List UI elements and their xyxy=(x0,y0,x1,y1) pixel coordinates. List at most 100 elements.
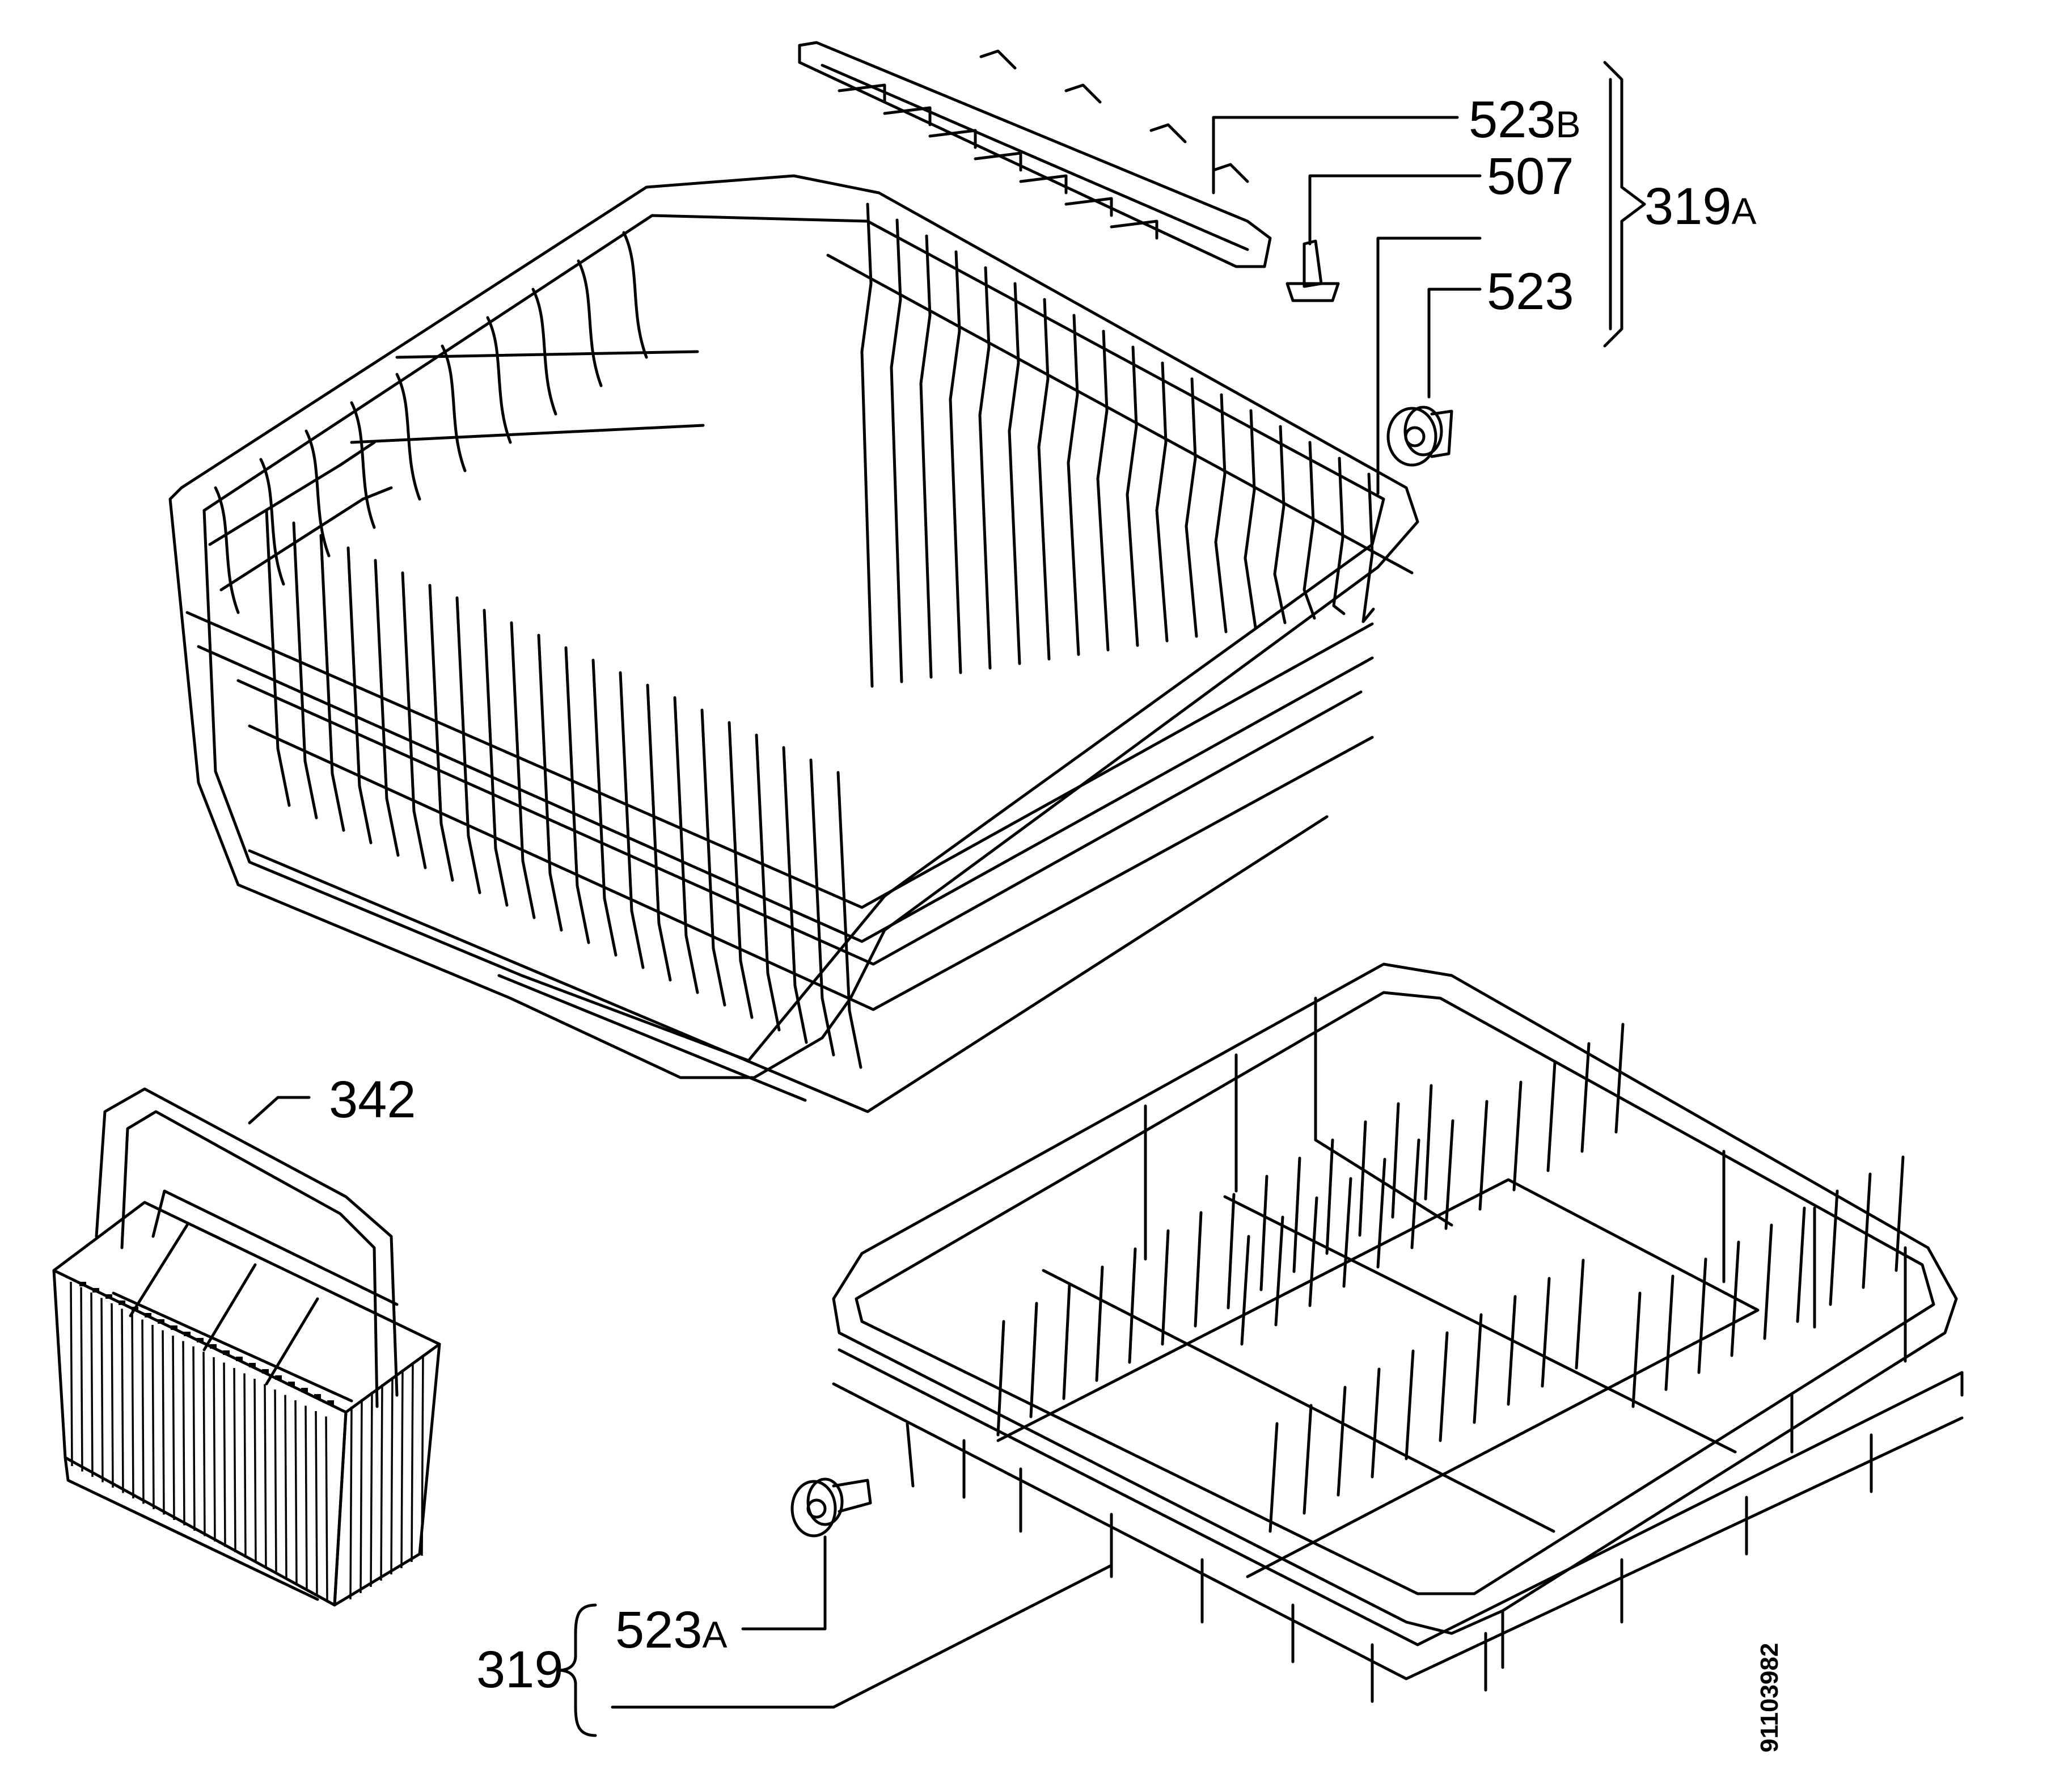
lower-left-tine xyxy=(1259,1175,1268,1291)
lower-front-tine xyxy=(1337,1386,1347,1497)
lower-center-tine xyxy=(1410,1138,1420,1249)
cutlery-rim-hole xyxy=(288,1382,295,1386)
leader-lines xyxy=(248,116,1482,1709)
upper-front-tine xyxy=(809,758,835,1057)
cutlery-rim-hole xyxy=(132,1307,138,1311)
lower-left-tine xyxy=(1095,1265,1104,1382)
upper-rear-tine xyxy=(1303,441,1316,620)
upper-front-tine xyxy=(265,509,291,807)
cutlery-mesh-line xyxy=(233,1367,236,1553)
cutlery-mesh-line xyxy=(400,1369,404,1569)
lower-center-tine xyxy=(1580,1042,1591,1153)
upper-side-tine xyxy=(622,231,648,359)
cutlery-mesh-line xyxy=(80,1287,83,1472)
upper-front-tine xyxy=(755,733,781,1032)
lower-right-tine xyxy=(1697,1257,1707,1374)
cutlery-mesh-line xyxy=(349,1406,353,1600)
upper-rear-tine xyxy=(1214,393,1228,634)
upper-rear-tine xyxy=(1155,361,1169,643)
upper-side-tine xyxy=(441,344,467,472)
lower-left-tine xyxy=(1358,1120,1367,1237)
cutlery-mesh-line xyxy=(182,1341,185,1526)
upper-rear-tine xyxy=(1096,330,1110,652)
cutlery-rim-hole xyxy=(249,1363,256,1367)
lower-right-tine xyxy=(1730,1240,1740,1357)
upper-front-tine xyxy=(782,746,808,1044)
upper-side-tine xyxy=(531,288,557,416)
cutlery-mesh-line xyxy=(151,1324,155,1510)
cutlery-mesh-line xyxy=(131,1314,134,1499)
label-523a: 523A xyxy=(615,1601,728,1659)
clip-part xyxy=(1286,239,1340,302)
cutlery-mesh-line xyxy=(305,1405,308,1590)
cup-rack-support xyxy=(798,41,1272,268)
bracket-319a xyxy=(1603,61,1646,348)
cutlery-rim-hole xyxy=(158,1319,164,1324)
lower-center-tine xyxy=(1308,1196,1318,1307)
upper-front-tine xyxy=(455,596,481,894)
lower-left-tine xyxy=(1062,1283,1071,1400)
label-507: 507 xyxy=(1487,147,1574,205)
lower-center-tine xyxy=(1274,1215,1284,1327)
upper-front-tine xyxy=(401,571,427,869)
upper-rear-tine xyxy=(1067,314,1080,656)
upper-front-tine xyxy=(619,671,645,969)
cutlery-mesh-line xyxy=(370,1391,373,1587)
lower-center-tine xyxy=(1512,1080,1523,1192)
upper-rear-tine xyxy=(1126,345,1139,647)
upper-rear-tine xyxy=(949,250,962,674)
cutlery-mesh-line xyxy=(411,1362,414,1563)
upper-rear-tine xyxy=(978,266,992,670)
cutlery-mesh-line xyxy=(325,1416,328,1601)
lower-center-tine xyxy=(1614,1023,1625,1134)
cutlery-rim-hole xyxy=(119,1300,125,1305)
lower-left-tine xyxy=(1194,1211,1203,1328)
label-523: 523 xyxy=(1487,263,1574,320)
lower-front-tine xyxy=(1268,1422,1279,1533)
upper-rear-tine xyxy=(1332,457,1346,615)
cutlery-mesh-line xyxy=(253,1378,257,1564)
upper-rear-tine xyxy=(1185,377,1198,638)
cutlery-rim-hole xyxy=(197,1338,204,1342)
lower-left-tine xyxy=(1128,1247,1137,1364)
cutlery-mesh-line xyxy=(264,1384,267,1569)
cutlery-basket-grid xyxy=(70,1281,424,1601)
upper-front-tine xyxy=(564,646,590,944)
upper-front-tine xyxy=(836,771,862,1069)
lower-left-tine xyxy=(1029,1302,1038,1418)
cutlery-rim-hole xyxy=(327,1400,334,1405)
brace-319 xyxy=(557,1603,597,1737)
upper-side-tine xyxy=(214,486,240,614)
lower-front-tine xyxy=(1371,1367,1381,1479)
upper-front-tine xyxy=(728,721,754,1019)
lower-front-tine xyxy=(1473,1313,1483,1424)
lower-center-tine xyxy=(1444,1119,1454,1230)
lower-right-tine xyxy=(1829,1189,1839,1306)
cutlery-rim-hole xyxy=(145,1313,151,1318)
label-319a: 319A xyxy=(1644,178,1757,235)
label-342: 342 xyxy=(329,1071,416,1129)
lower-left-tine xyxy=(996,1320,1005,1437)
upper-front-tine xyxy=(510,621,536,919)
cutlery-rim-hole xyxy=(236,1357,243,1361)
cutlery-basket xyxy=(52,1087,441,1607)
lower-front-tine xyxy=(1541,1277,1551,1388)
cutlery-rim-hole xyxy=(79,1282,86,1286)
cutlery-mesh-line xyxy=(390,1376,394,1575)
cutlery-mesh-line xyxy=(213,1357,216,1542)
lower-front-tine xyxy=(1507,1295,1517,1406)
upper-front-tine xyxy=(483,609,509,907)
upper-wheel xyxy=(1386,406,1453,467)
upper-rear-tine xyxy=(1244,409,1257,629)
cutlery-mesh-line xyxy=(243,1373,247,1558)
lower-left-tine xyxy=(1325,1138,1334,1255)
lower-center-tine xyxy=(1546,1061,1557,1172)
upper-rear-tine xyxy=(890,218,903,683)
upper-basket-tines xyxy=(214,202,1375,1069)
cutlery-mesh-line xyxy=(284,1395,287,1580)
upper-front-tine xyxy=(292,521,318,820)
lower-left-tine xyxy=(1292,1156,1301,1273)
cutlery-mesh-line xyxy=(90,1292,94,1477)
lower-right-tine xyxy=(1862,1172,1872,1289)
